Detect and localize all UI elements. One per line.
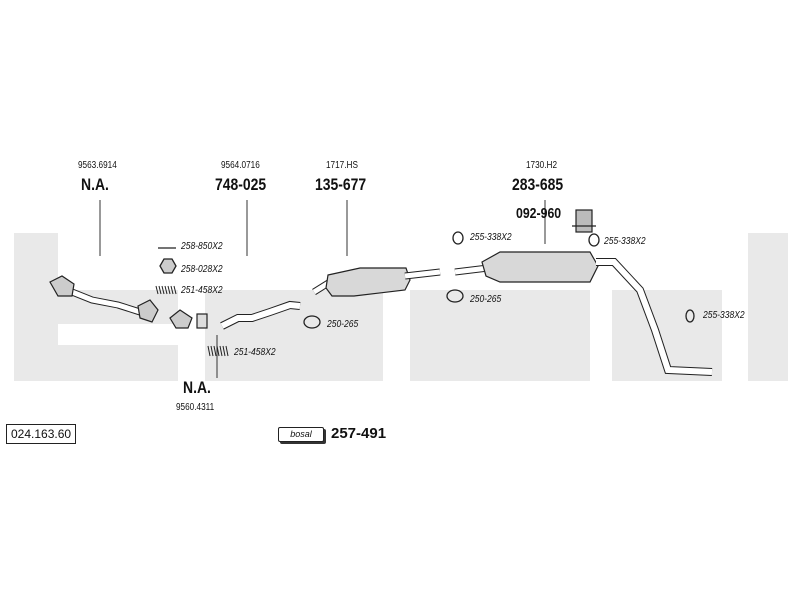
part-label: 258-028X2 xyxy=(181,264,223,275)
part-label: 255-338X2 xyxy=(470,232,512,243)
watermark-b xyxy=(14,233,58,381)
catalog-number: 024.163.60 xyxy=(6,424,77,444)
part-label: 250-265 xyxy=(470,294,502,305)
part-number: N.A. xyxy=(81,175,109,194)
part-label: 255-338X2 xyxy=(703,310,745,321)
oe-code: 9564.0716 xyxy=(221,160,260,171)
hanger-number: 092-960 xyxy=(516,205,562,222)
watermark-s xyxy=(410,290,590,381)
part-label: 255-338X2 xyxy=(604,236,646,247)
part-label: 251-458X2 xyxy=(234,347,276,358)
flange-parts xyxy=(169,309,208,329)
oe-code: 9560.4311 xyxy=(176,402,215,413)
middle-pipe xyxy=(220,300,301,330)
part-label: 251-458X2 xyxy=(181,285,223,296)
watermark-l xyxy=(748,233,788,381)
part-number: 283-685 xyxy=(512,175,564,194)
front-silencer xyxy=(312,267,441,297)
part-label: 258-850X2 xyxy=(181,241,223,252)
part-number: 135-677 xyxy=(315,175,367,194)
bosal-logo-icon: bosal xyxy=(278,427,324,442)
front-pipe xyxy=(49,275,159,323)
oe-code: 1730.H2 xyxy=(526,160,558,171)
oe-code: 1717.HS xyxy=(326,160,358,171)
leader-lines xyxy=(99,200,546,378)
spring-gaskets xyxy=(155,285,229,357)
part-number: N.A. xyxy=(183,378,211,397)
clamp-icons xyxy=(158,231,695,329)
oe-code: 9563.6914 xyxy=(78,160,117,171)
part-number: 748-025 xyxy=(215,175,267,194)
part-label: 250-265 xyxy=(327,319,359,330)
hanger-icon xyxy=(572,209,596,233)
kit-number: 257-491 xyxy=(331,425,387,442)
rear-silencer xyxy=(454,251,713,376)
watermark-b xyxy=(58,345,178,381)
